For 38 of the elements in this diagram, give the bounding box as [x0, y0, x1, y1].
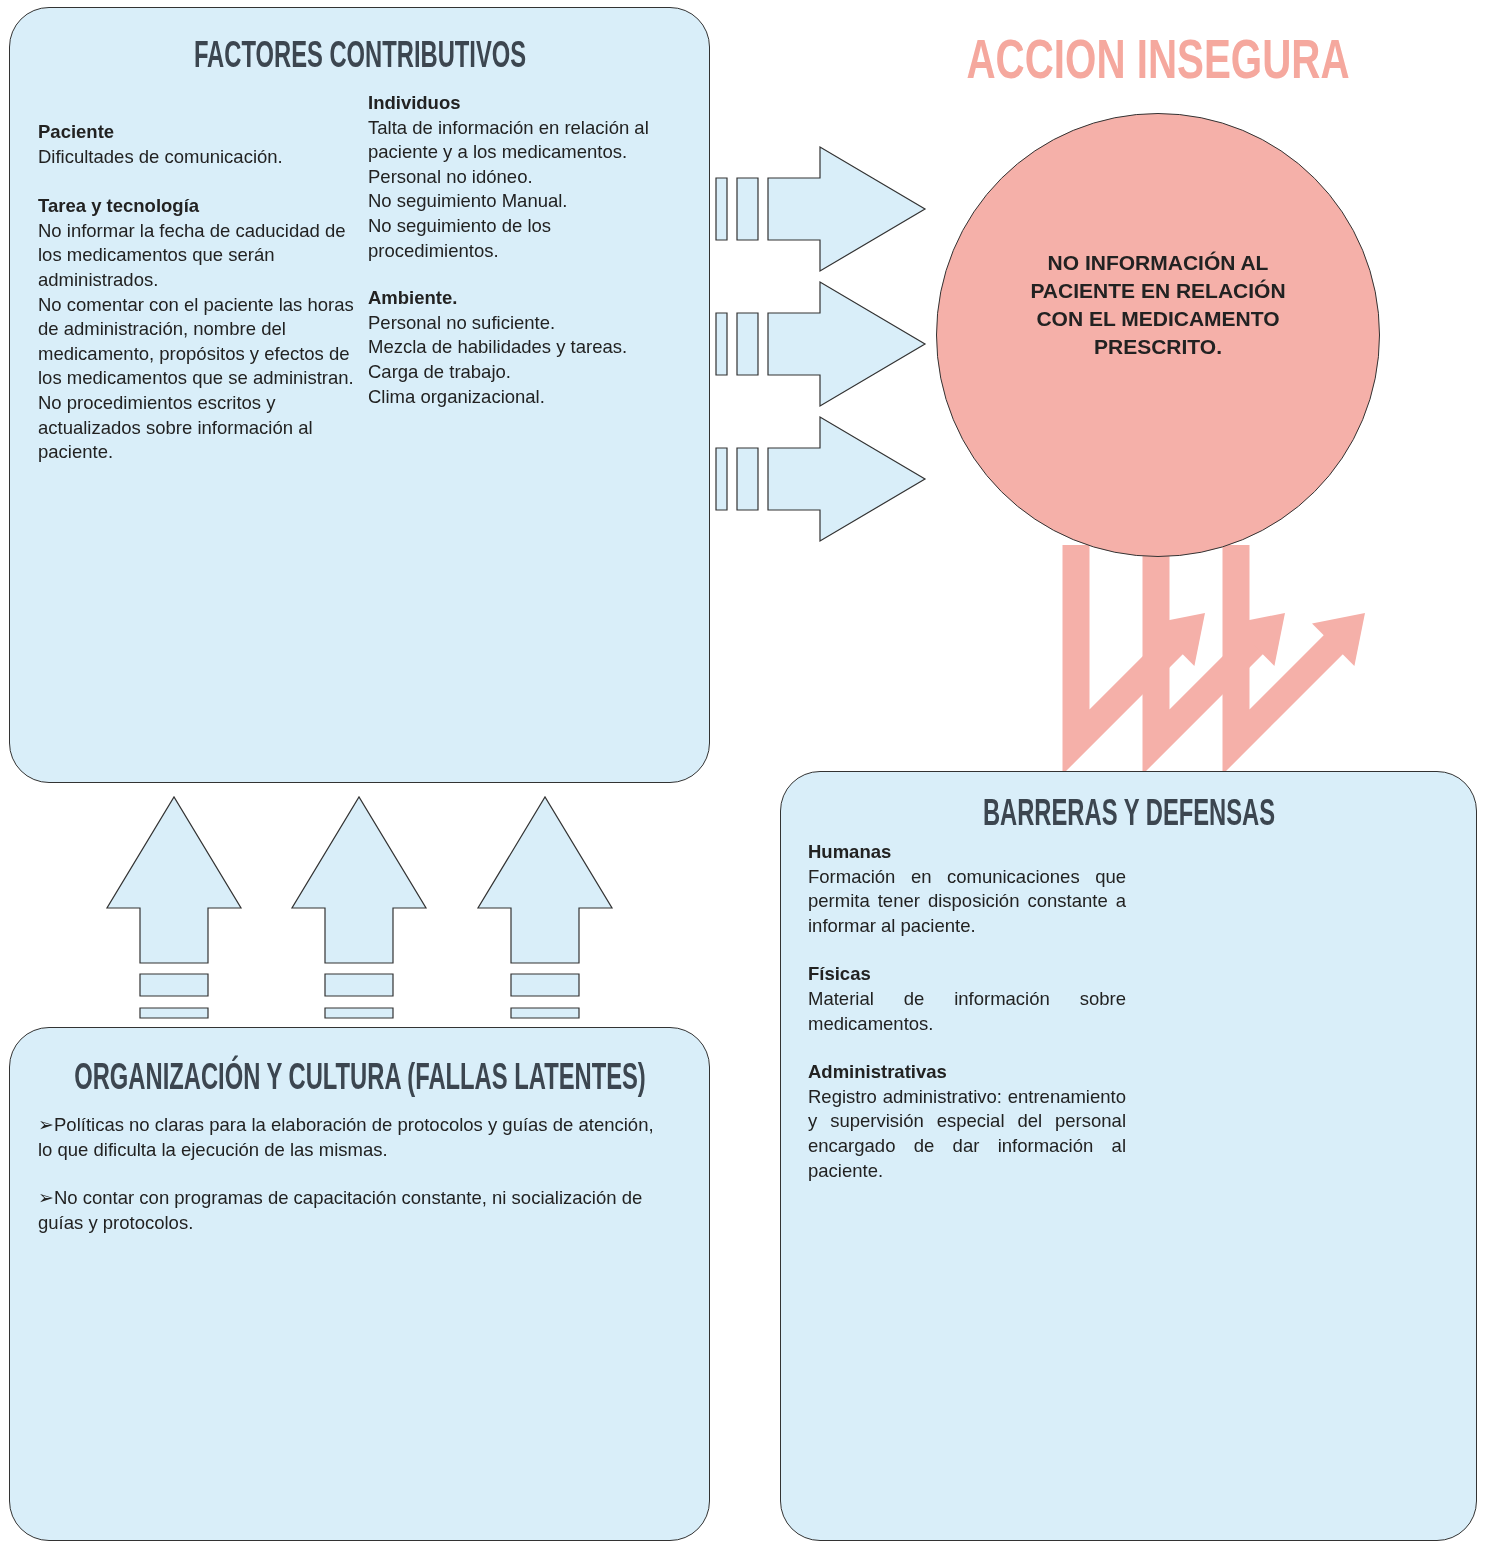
- body-text: Carga de trabajo.: [368, 359, 512, 384]
- section-heading: Paciente: [38, 120, 116, 144]
- body-text: Personal no idóneo.: [368, 164, 534, 189]
- block-arrow: [476, 795, 614, 1019]
- body-text: Clima organizacional.: [368, 384, 546, 409]
- section-heading: Administrativas: [808, 1060, 948, 1085]
- event-text: NO INFORMACIÓN AL PACIENTE EN RELACIÓN CON EL MEDICAMENTO PRESCRITO.: [1029, 250, 1287, 360]
- body-text: Talta de información en relación al paciente y a los medicamentos.: [368, 115, 650, 165]
- block-arrow: [715, 415, 927, 543]
- block-arrow: [290, 795, 428, 1019]
- body-text: Material de información sobre medicamentos.: [808, 986, 1126, 1036]
- panel-title: ORGANIZACIÓN Y CULTURA (FALLAS LATENTES): [73, 1056, 646, 1098]
- panel: [9, 7, 710, 783]
- section-heading: Físicas: [808, 962, 872, 987]
- panel-title: FACTORES CONTRIBUTIVOS: [193, 34, 526, 76]
- body-text: Formación en comunicaciones que permita tener disposición constante a informar al paciente.: [808, 864, 1126, 938]
- body-text: Dificultades de comunicación.: [38, 144, 284, 169]
- section-heading: Individuos: [368, 91, 462, 115]
- block-arrow: [715, 280, 927, 408]
- block-arrow: [105, 795, 243, 1019]
- body-text: No informar la fecha de caducidad de los medicamentos que serán administrados.: [38, 218, 347, 292]
- body-text: ➢Políticas no claras para la elaboración de protocolos y guías de atención, lo que dificulta la ejecución de las mismas.: [38, 1113, 655, 1162]
- block-arrow: [715, 145, 927, 273]
- body-text: No seguimiento Manual.: [368, 189, 569, 214]
- panel: [780, 771, 1477, 1541]
- circle-heading: ACCION INSEGURA: [965, 26, 1351, 91]
- body-text: Personal no suficiente.: [368, 310, 557, 335]
- panel: [9, 1027, 710, 1541]
- body-text: Mezcla de habilidades y tareas.: [368, 335, 629, 360]
- body-text: No procedimientos escritos y actualizados sobre información al paciente.: [38, 390, 314, 465]
- section-heading: Ambiente.: [368, 286, 459, 311]
- section-heading: Tarea y tecnología: [38, 194, 201, 219]
- section-heading: Humanas: [808, 840, 893, 864]
- body-text: Registro administrativo: entrenamiento y supervisión especial del personal encargado de dar información al paciente.: [808, 1084, 1126, 1183]
- panel-title: BARRERAS Y DEFENSAS: [982, 792, 1275, 834]
- body-text: No seguimiento de los procedimientos.: [368, 213, 553, 263]
- body-text: ➢No contar con programas de capacitación constante, ni socialización de guías y protocolos.: [38, 1186, 644, 1235]
- body-text: No comentar con el paciente las horas de administración, nombre del medicamento, propósitos y efectos de los medicamentos que se administran.: [38, 292, 355, 391]
